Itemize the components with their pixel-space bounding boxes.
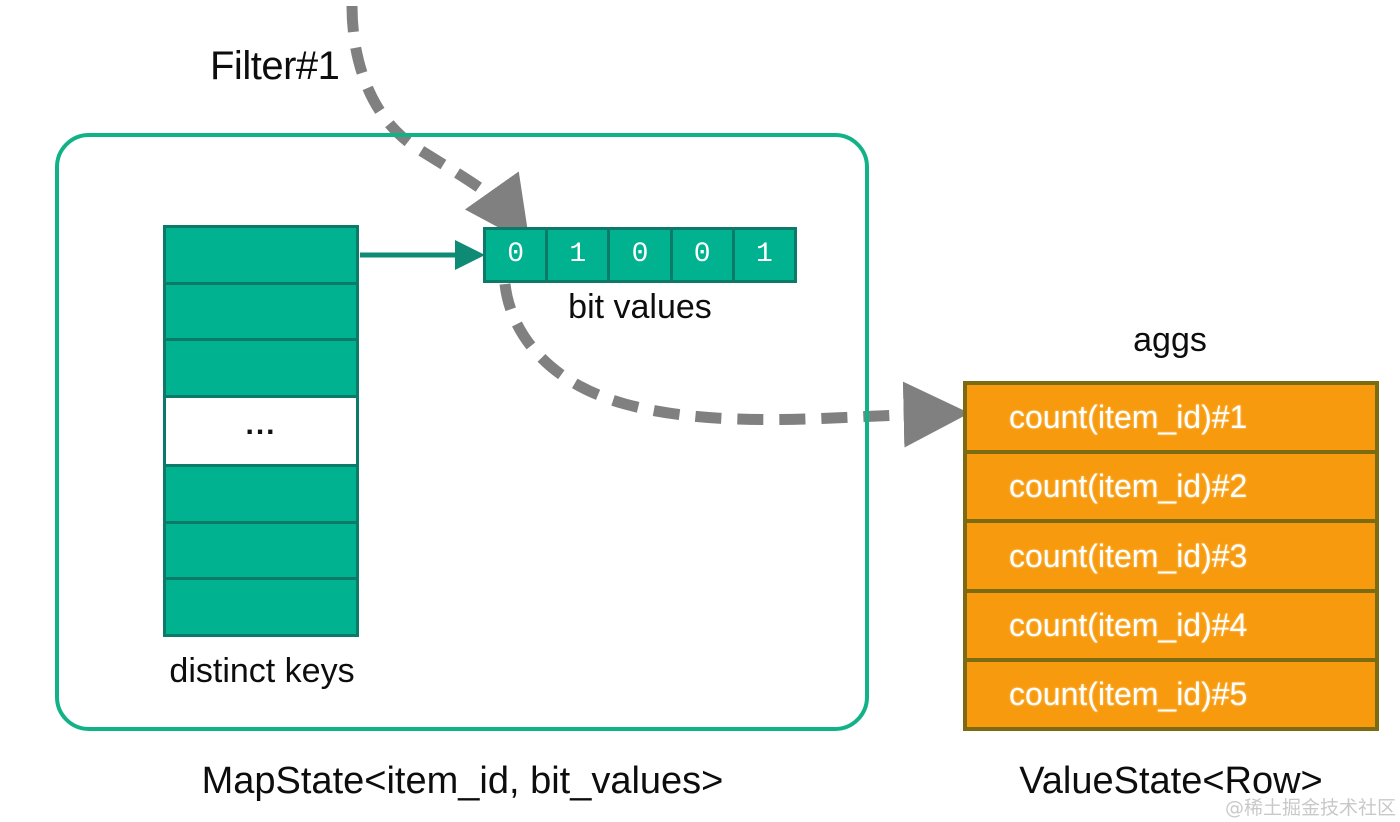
mapstate-caption: MapState<item_id, bit_values> bbox=[201, 760, 724, 802]
agg-row: count(item_id)#1 bbox=[967, 385, 1375, 455]
filter-label: Filter#1 bbox=[210, 44, 340, 88]
bit-cell: 0 bbox=[673, 230, 735, 280]
distinct-key-row bbox=[166, 284, 356, 342]
distinct-key-row bbox=[166, 228, 356, 285]
bit-cell: 0 bbox=[610, 230, 673, 280]
bit-values-label: bit values bbox=[568, 288, 712, 326]
bit-cell: 0 bbox=[486, 230, 549, 280]
bit-cell: 1 bbox=[756, 239, 773, 270]
agg-row: count(item_id)#2 bbox=[967, 454, 1375, 524]
distinct-keys-label: distinct keys bbox=[169, 652, 355, 690]
distinct-key-row bbox=[166, 523, 356, 581]
aggs-title: aggs bbox=[1133, 321, 1207, 359]
valuestate-caption: ValueState<Row> bbox=[1019, 760, 1323, 802]
agg-row: count(item_id)#3 bbox=[967, 523, 1375, 593]
agg-row: count(item_id)#5 bbox=[1009, 675, 1248, 712]
aggs-table: count(item_id)#1 count(item_id)#2 count(… bbox=[963, 381, 1379, 731]
bit-values-table: 0 1 0 0 1 bbox=[483, 227, 797, 283]
distinct-keys-table: ... bbox=[163, 225, 359, 637]
agg-row: count(item_id)#4 bbox=[967, 593, 1375, 662]
distinct-key-row-ellipsis: ... bbox=[166, 398, 356, 467]
watermark: @稀土掘金技术社区 bbox=[1225, 797, 1397, 819]
distinct-key-row bbox=[166, 341, 356, 399]
bit-cell: 1 bbox=[548, 230, 611, 280]
mapstate-container bbox=[55, 133, 869, 731]
distinct-key-row bbox=[166, 580, 356, 635]
distinct-key-row bbox=[166, 466, 356, 524]
